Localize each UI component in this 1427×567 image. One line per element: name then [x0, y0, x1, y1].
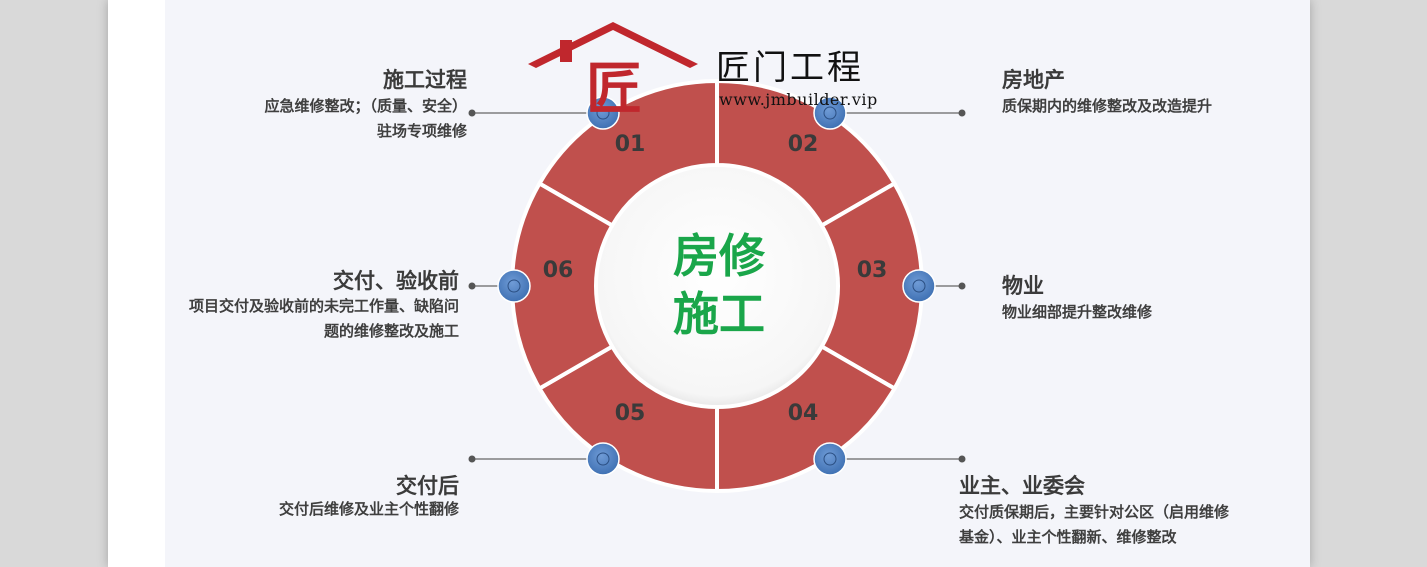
node-04: [813, 442, 847, 476]
segment-02-desc: 质保期内的维修整改及改造提升: [1002, 94, 1212, 119]
segment-04-desc: 交付质保期后，主要针对公区（启用维修 基金）、业主个性翻新、维修整改: [959, 500, 1229, 550]
connector-dot-04: [958, 455, 966, 463]
node-02: [813, 96, 847, 130]
connector-dot-01: [468, 109, 476, 117]
ring-segment-06: [510, 180, 615, 392]
segment-01-desc: 应急维修整改；（质量、安全） 驻场专项维修: [264, 94, 467, 144]
segment-03-desc: 物业细部提升整改维修: [1002, 300, 1152, 325]
segment-06-desc-line-1: 项目交付及验收前的未完工作量、缺陷问: [188, 297, 459, 315]
nodes: [497, 96, 936, 476]
node-01: [586, 96, 620, 130]
node-05: [586, 442, 620, 476]
center-title-line-2: 施工: [673, 287, 765, 341]
segment-06-desc: 项目交付及验收前的未完工作量、缺陷问 题的维修整改及施工: [189, 294, 459, 344]
node-06: [497, 269, 531, 303]
ring: [510, 78, 924, 494]
logo-mark: 匠: [528, 22, 698, 122]
segment-number-01: 01: [615, 132, 646, 157]
segment-01-desc-line-2: 驻场专项维修: [376, 122, 467, 140]
segment-04-title: 业主、业委会: [959, 474, 1085, 498]
node-03: [902, 269, 936, 303]
center-title-line-1: 房修: [673, 229, 766, 283]
connector-dot-03: [958, 282, 966, 290]
connector-dot-05: [468, 455, 476, 463]
connector-dots: [468, 109, 966, 463]
logo-mark-glyph: 匠: [586, 57, 642, 122]
segment-06-title: 交付、验收前: [333, 269, 459, 293]
segment-06-desc-line-2: 题的维修整改及施工: [323, 322, 459, 340]
segment-number-02: 02: [788, 132, 819, 157]
segment-01-desc-line-1: 应急维修整改；（质量、安全）: [264, 97, 467, 115]
logo-name: 匠门工程: [716, 48, 864, 88]
segment-number-05: 05: [615, 401, 646, 426]
logo-url: www.jmbuilder.vip: [719, 90, 878, 109]
segment-number-03: 03: [857, 258, 888, 283]
segment-number-06: 06: [543, 258, 574, 283]
segment-05-desc-line-1: 交付后维修及业主个性翻修: [278, 500, 459, 518]
segment-02-desc-line-1: 质保期内的维修整改及改造提升: [1002, 97, 1213, 115]
segment-03-title: 物业: [1002, 274, 1044, 298]
segment-04-desc-line-1: 交付质保期后，主要针对公区（启用维修: [959, 503, 1230, 521]
connector-lines: [472, 112, 962, 460]
connector-dot-06: [468, 282, 476, 290]
segment-05-desc: 交付后维修及业主个性翻修: [279, 497, 459, 522]
segment-02-title: 房地产: [1002, 68, 1065, 92]
segment-03-desc-line-1: 物业细部提升整改维修: [1002, 303, 1153, 321]
segment-01-title: 施工过程: [383, 68, 467, 92]
connector-dot-02: [958, 109, 966, 117]
segment-number-04: 04: [788, 401, 819, 426]
segment-04-desc-line-2: 基金）、业主个性翻新、维修整改: [959, 528, 1177, 546]
segment-05-title: 交付后: [396, 474, 459, 498]
center-circle: [598, 167, 836, 405]
